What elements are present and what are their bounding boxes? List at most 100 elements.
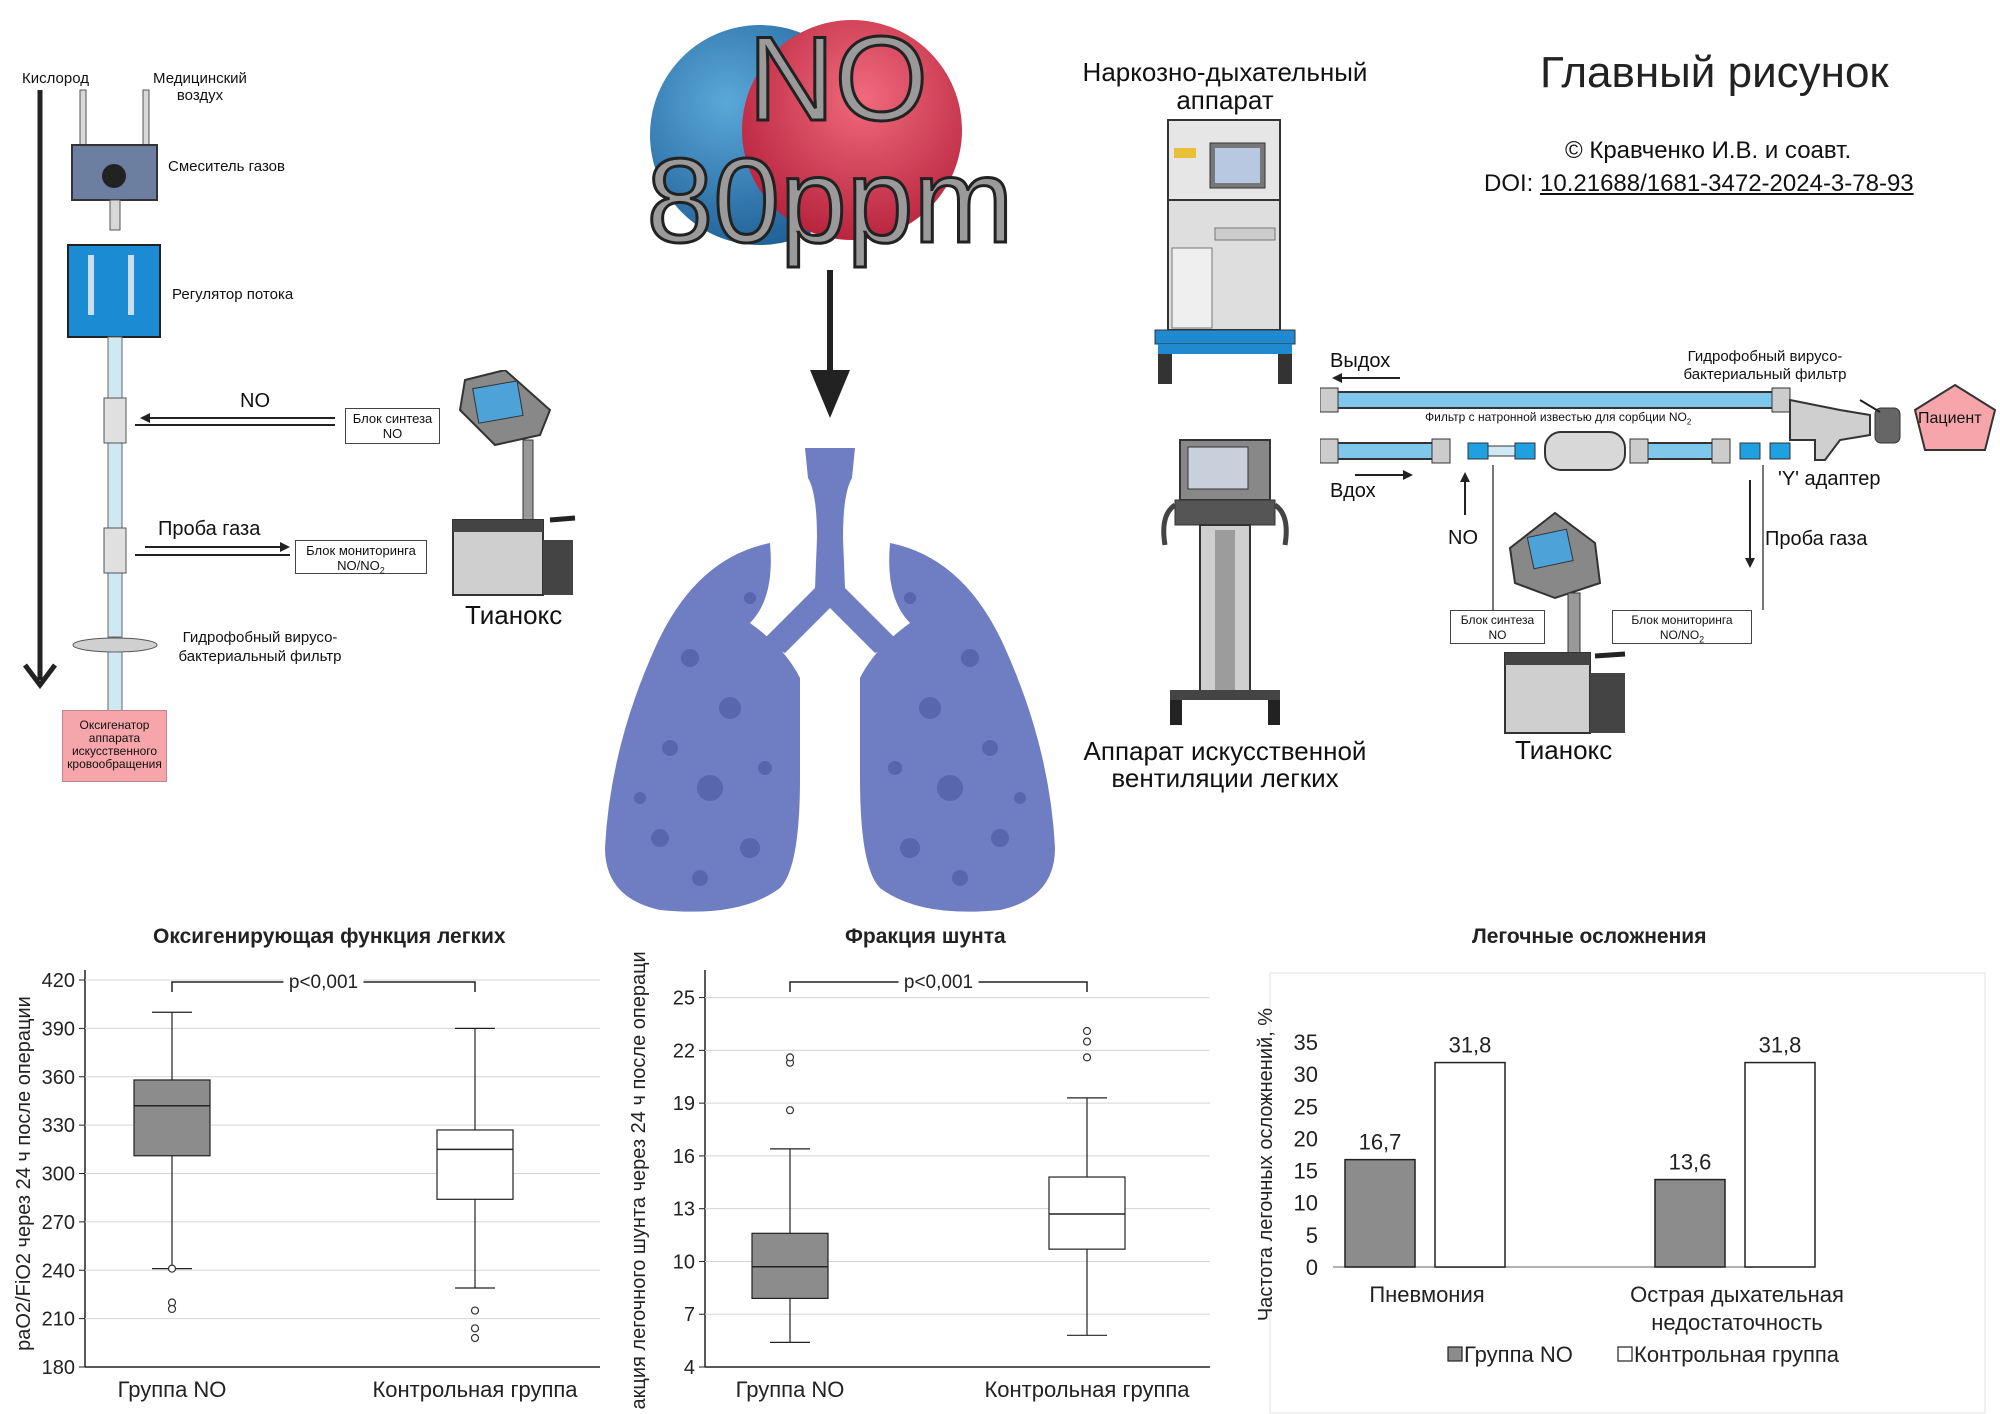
monitoring-block-right-line1: Блок мониторинга: [1631, 613, 1733, 627]
y-tick-label: 22: [673, 1040, 695, 1062]
label-ventilator-text: Аппарат искусственной вентиляции легких: [1083, 736, 1367, 793]
monitoring-block-right: Блок мониторинга NO/NO2: [1612, 610, 1752, 644]
hydrophobic-filter: [72, 637, 158, 653]
down-arrow-icon: [810, 270, 850, 418]
bar: [1744, 1061, 1816, 1268]
y-tick-label: 20: [1294, 1126, 1318, 1151]
bar: [1654, 1178, 1726, 1268]
label-mixer: Смеситель газов: [168, 158, 285, 175]
y-tick-label: 330: [42, 1115, 75, 1137]
label-filter-right: Гидрофобный вирусо-бактериальный фильтр: [1670, 348, 1860, 384]
y-axis-label: paO2/FiO2 через 24 ч после операции: [13, 996, 35, 1351]
y-tick-label: 19: [673, 1093, 695, 1115]
label-med-air-text: Медицинский воздух: [153, 70, 247, 104]
y-tick-label: 240: [42, 1260, 75, 1282]
category-label: Контрольная группа: [984, 1377, 1190, 1402]
bar-data-label: 31,8: [1759, 1033, 1802, 1058]
exhale-tube: [1334, 391, 1776, 409]
chart1-title: Оксигенирующая функция легких: [153, 925, 506, 948]
label-filter-left: Гидрофобный вирусо-бактериальный фильтр: [165, 628, 355, 666]
tianox-device-right: [1504, 511, 1626, 734]
label-soda-filter-text: Фильтр с натронной известью для сорбции …: [1425, 410, 1687, 424]
category-label: Группа NO: [118, 1377, 227, 1402]
oxygen-atom: [742, 20, 962, 240]
label-no-right: NO: [1448, 527, 1478, 549]
synthesis-block-right: Блок синтеза NO: [1450, 610, 1545, 644]
label-y-adapter: 'Y' адаптер: [1778, 468, 1881, 490]
box: [1048, 1176, 1126, 1250]
doi-line: DOI: 10.21688/1681-3472-2024-3-78-93: [1484, 170, 1914, 198]
label-flow-regulator: Регулятор потока: [172, 286, 294, 303]
y-tick-label: 10: [1294, 1191, 1318, 1216]
box: [436, 1129, 514, 1200]
outlier-point: [1082, 1026, 1092, 1036]
bar-data-label: 13,6: [1669, 1150, 1712, 1175]
label-inhale: Вдох: [1330, 480, 1376, 502]
outlier-point: [167, 1304, 177, 1314]
y-tick-label: 180: [42, 1357, 75, 1379]
label-sample-left: Проба газа: [158, 518, 261, 540]
y-tick-label: 15: [1294, 1159, 1318, 1184]
tianox-device-left: [452, 370, 576, 596]
synthesis-block-left-text: Блок синтеза NO: [352, 411, 433, 441]
oxygenator-text: Оксигенатор аппарата искусственного кров…: [67, 718, 162, 771]
category-label: Пневмония: [1369, 1282, 1484, 1307]
bar-data-label: 31,8: [1449, 1033, 1492, 1058]
outlier-point: [1082, 1053, 1092, 1062]
monitoring-block-right-line2-text: NO/NO: [1659, 628, 1700, 642]
oxygenator-box: Оксигенатор аппарата искусственного кров…: [62, 710, 167, 782]
label-sample-right: Проба газа: [1765, 528, 1868, 550]
tianox-label-right: Тианокс: [1515, 735, 1613, 765]
annotation-bg: [898, 970, 979, 992]
y-tick-label: 360: [42, 1067, 75, 1089]
category-label: Острая дыхательная: [1630, 1282, 1844, 1307]
legend-swatch: [1617, 1346, 1633, 1362]
y-tick-label: 7: [684, 1304, 695, 1326]
y-tick-label: 25: [673, 988, 695, 1010]
monitoring-block-left-line2: NO/NO2: [337, 558, 385, 576]
label-soda-filter: Фильтр с натронной известью для сорбции …: [1425, 410, 1692, 427]
left-gas-line: [23, 89, 335, 713]
label-med-air: Медицинский воздух: [145, 70, 255, 104]
monitoring-block-right-line2: NO/NO2: [1659, 628, 1705, 645]
y-tick-label: 5: [1306, 1223, 1318, 1248]
synthesis-block-right-text: Блок синтеза NO: [1460, 613, 1535, 642]
category-label: Контрольная группа: [372, 1377, 578, 1402]
monitoring-block-left-line1: Блок мониторинга: [306, 543, 416, 558]
category-label: недостаточность: [1651, 1310, 1823, 1335]
label-oxygen: Кислород: [22, 70, 89, 87]
annotation-text: p<0,001: [289, 972, 358, 993]
y-tick-label: 270: [42, 1212, 75, 1234]
label-filter-left-text: Гидрофобный вирусо-бактериальный фильтр: [178, 629, 342, 665]
annotation-text: p<0,001: [904, 972, 973, 993]
y-axis-label: Фракция легочного шунта через 24 ч после…: [628, 950, 650, 1410]
y-tick-label: 0: [1306, 1255, 1318, 1280]
outlier-point: [167, 1264, 177, 1273]
breathing-circuit: [1320, 373, 1997, 610]
ppm-text: 80ppm: [647, 134, 1014, 268]
ventilator-icon: [1161, 439, 1289, 725]
outlier-point: [470, 1333, 480, 1343]
doi-label: DOI:: [1484, 170, 1534, 197]
monitoring-block-left-line2-text: NO/NO: [337, 558, 380, 573]
chart2-title: Фракция шунта: [845, 925, 1006, 948]
y-tick-label: 300: [42, 1164, 75, 1186]
y-tick-label: 420: [42, 970, 75, 992]
label-exhale: Выдох: [1330, 350, 1391, 372]
y-tick-label: 210: [42, 1309, 75, 1331]
flow-regulator: [67, 244, 161, 338]
box: [133, 1079, 211, 1157]
label-filter-right-text: Гидрофобный вирусо-бактериальный фильтр: [1683, 348, 1847, 383]
doi-link[interactable]: 10.21688/1681-3472-2024-3-78-93: [1540, 170, 1914, 197]
copyright: © Кравченко И.В. и соавт.: [1565, 137, 1852, 164]
label-anesthesia-machine: Наркозно-дыхательный аппарат: [1075, 58, 1375, 114]
label-patient: Пациент: [1918, 410, 1982, 427]
label-anesthesia-machine-text: Наркозно-дыхательный аппарат: [1082, 57, 1368, 115]
outlier-point: [470, 1306, 480, 1315]
chart-frame: [1269, 972, 1986, 1414]
patient-pentagon: [1913, 383, 1997, 451]
anesthesia-machine-icon: [1154, 119, 1296, 384]
outlier-point: [785, 1106, 795, 1115]
